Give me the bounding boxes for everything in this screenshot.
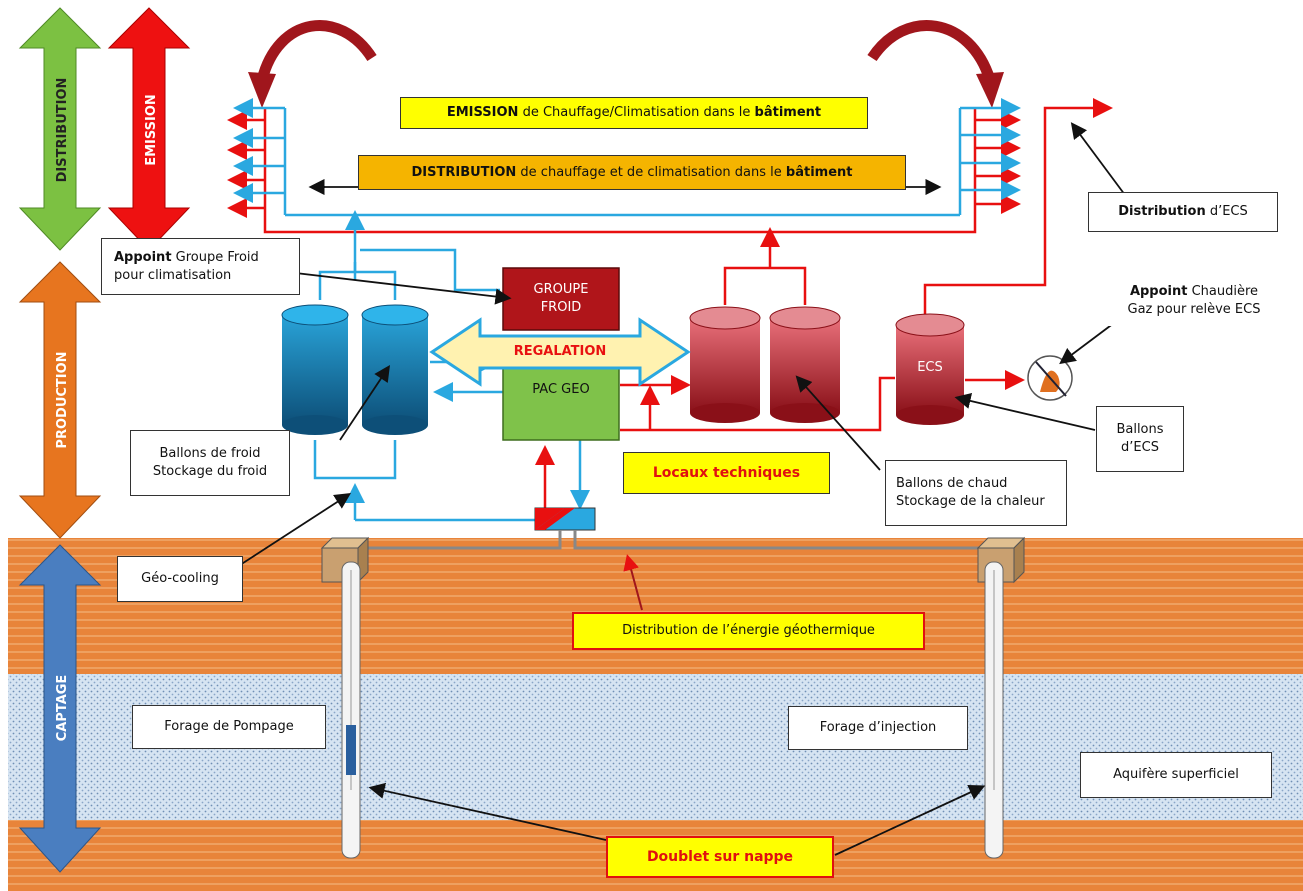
emission-banner-text: de Chauffage/Climatisation dans le [518,105,755,121]
hot-tank-2 [769,306,841,423]
distribution-banner-bold: DISTRIBUTION [411,164,517,180]
groupe-froid-box [502,267,620,331]
cold-tank-1 [281,304,349,435]
geo-distribution-pointer [623,554,643,611]
ecs-tank [895,313,965,425]
boiler-icon [1027,355,1073,401]
appoint-ch-text: Chaudière [1187,284,1259,300]
doublet-box: Doublet sur nappe [606,836,834,878]
emission-banner-bold: EMISSION [446,105,519,121]
distribution-banner-text: de chauffage et de climatisation dans le [516,164,786,180]
pac-geo-label: PAC GEO [532,382,590,398]
appoint-gf-line2: pour climatisation [114,267,232,283]
ecs-pipe [923,98,1113,318]
ballons-chaud-box: Ballons de chaud Stockage de la chaleur [885,460,1067,526]
appoint-groupe-froid-box: Appoint Groupe Froid pour climatisation [101,238,300,295]
appoint-ch-bold: Appoint [1129,284,1188,300]
geo-cooling-box: Géo-cooling [117,556,243,602]
distribution-ecs-bold: Distribution [1118,204,1206,220]
distribution-geo-box: Distribution de l’énergie géothermique [572,612,925,650]
well-injection [984,561,1004,859]
locaux-techniques: Locaux techniques [623,452,830,494]
ballons-ecs-line1: Ballons [1116,422,1164,438]
ballons-chaud-line2: Stockage de la chaleur [896,494,1045,509]
distribution-arrow-label: DISTRIBUTION [55,78,70,183]
hot-loop-pipe [263,220,977,234]
cold-tank-2 [361,304,429,435]
captage-arrow [18,544,102,873]
cold-piping [313,210,590,522]
ballons-froid-line1: Ballons de froid [159,446,261,462]
production-arrow-label: PRODUCTION [55,351,70,448]
appoint-gf-bold: Appoint [114,249,172,265]
emission-banner: EMISSION de Chauffage/Climatisation dans… [400,97,868,129]
curved-arrow-left [256,20,377,82]
appoint-ch-line2: Gaz pour relève ECS [1127,302,1261,317]
forage-pompage-box: Forage de Pompage [132,705,326,749]
groupe-froid-label: GROUPE FROID [533,282,589,315]
ballons-ecs-line2: d’ECS [1121,440,1159,455]
emission-arrow-label: EMISSION [144,94,159,166]
hot-tank-1 [689,306,761,423]
distribution-arrow [18,7,102,251]
distribution-banner-end: bâtiment [785,164,853,180]
curved-arrow-right [867,20,996,82]
captage-arrow-label: CAPTAGE [55,675,70,742]
ballons-froid-line2: Stockage du froid [152,464,268,479]
forage-injection-box: Forage d’injection [788,706,968,750]
ballons-froid-box: Ballons de froid Stockage du froid [130,430,290,496]
regalation-label: REGALATION [513,344,607,360]
ballons-ecs-box: Ballons d’ECS [1096,406,1184,472]
emission-banner-end: bâtiment [754,105,822,121]
distribution-ecs-text: d’ECS [1205,204,1248,220]
left-manifold [227,98,287,220]
appoint-gf-text: Groupe Froid [171,249,259,265]
regalation-arrow [429,317,691,387]
appoint-chaudiere-box: Appoint Chaudière Gaz pour relève ECS [1098,276,1290,326]
ballons-chaud-line1: Ballons de chaud [896,476,1008,492]
right-manifold [958,98,1021,220]
distribution-ecs-box: Distribution d’ECS [1088,192,1278,232]
pointer-arrows [239,122,1126,856]
well-pompage [341,561,361,859]
ecs-tank-label: ECS [917,360,943,375]
production-arrow [18,261,102,539]
aquifere-box: Aquifère superficiel [1080,752,1272,798]
distribution-banner: DISTRIBUTION de chauffage et de climatis… [358,155,906,190]
